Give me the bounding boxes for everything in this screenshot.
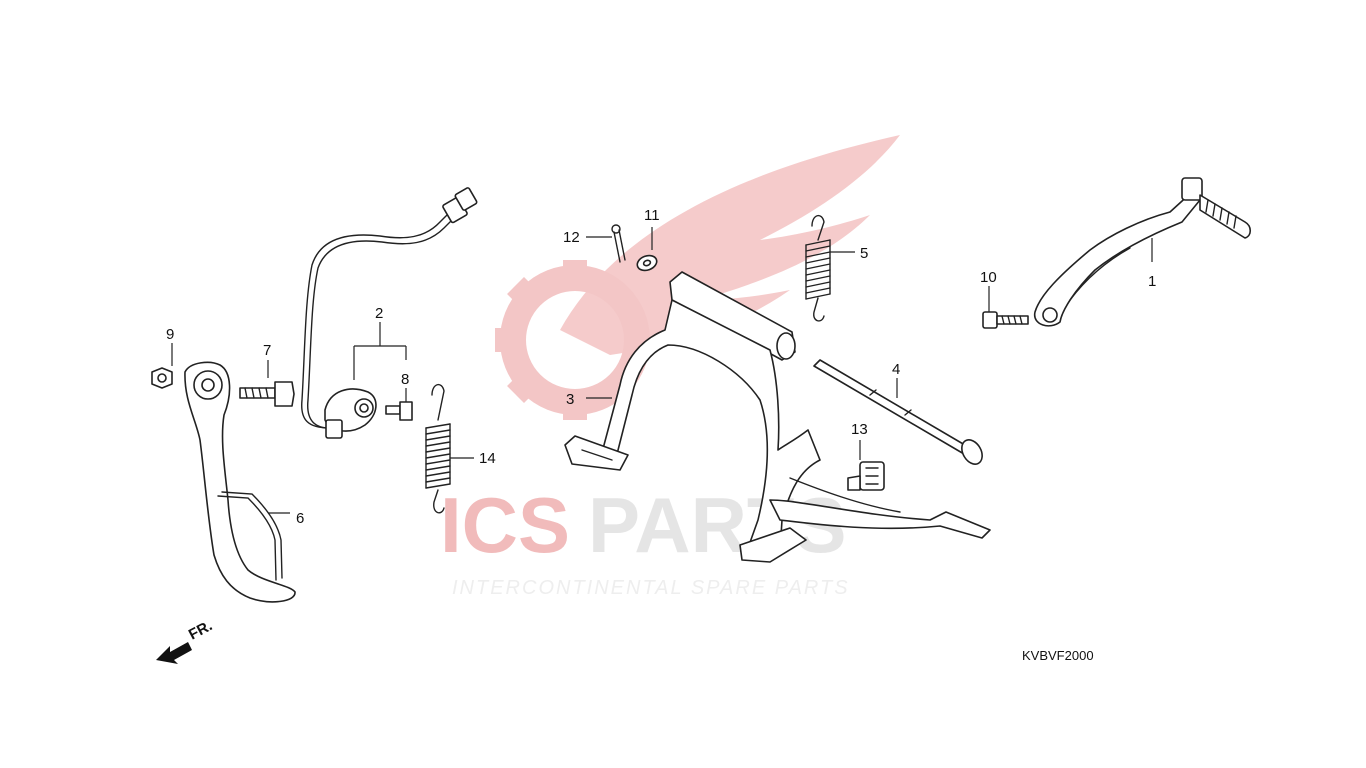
callout-5: 5	[860, 245, 868, 262]
watermark: ICS PARTS INTERCONTINENTAL SPARE PARTS	[440, 135, 900, 599]
side-stand-switch	[301, 187, 478, 439]
callout-7: 7	[263, 342, 271, 359]
pivot-bolt	[239, 381, 295, 407]
washer	[636, 254, 658, 272]
front-arrow-icon	[156, 642, 192, 664]
watermark-tagline: INTERCONTINENTAL SPARE PARTS	[452, 577, 850, 599]
callout-14: 14	[479, 450, 496, 467]
stand-spring	[805, 215, 831, 322]
side-stand-spring	[425, 384, 451, 514]
callout-12: 12	[563, 229, 580, 246]
callout-8: 8	[401, 371, 409, 388]
callout-4: 4	[892, 361, 900, 378]
kick-starter-arm	[1034, 177, 1252, 327]
main-stand-shaft	[813, 359, 983, 465]
front-direction-indicator: FR.	[156, 617, 215, 664]
callout-6: 6	[296, 510, 304, 527]
diagram-code: KVBVF2000	[1022, 648, 1094, 663]
nut	[151, 367, 173, 389]
callout-10: 10	[980, 269, 997, 286]
side-stand	[184, 361, 296, 603]
watermark-gear-icon	[495, 260, 650, 420]
leader-lines	[171, 227, 1153, 514]
stopper-rubber	[847, 461, 885, 491]
watermark-brand-b: PARTS	[588, 481, 847, 569]
callout-labels: 1 2 3 4 5 6 7 8 9 10 11 12 13 14	[166, 207, 1156, 527]
callout-13: 13	[851, 421, 868, 438]
watermark-brand-a: ICS	[440, 481, 570, 569]
callout-1: 1	[1148, 273, 1156, 290]
watermark-wing-icon	[560, 135, 900, 355]
kick-arm-bolt	[982, 311, 1029, 329]
callout-3: 3	[566, 391, 574, 408]
switch-bolt	[385, 401, 413, 421]
callout-9: 9	[166, 326, 174, 343]
cotter-pin	[611, 224, 626, 263]
direction-label: FR.	[186, 617, 215, 643]
callout-2: 2	[375, 305, 383, 322]
callout-11: 11	[644, 207, 660, 224]
main-stand	[564, 271, 991, 563]
